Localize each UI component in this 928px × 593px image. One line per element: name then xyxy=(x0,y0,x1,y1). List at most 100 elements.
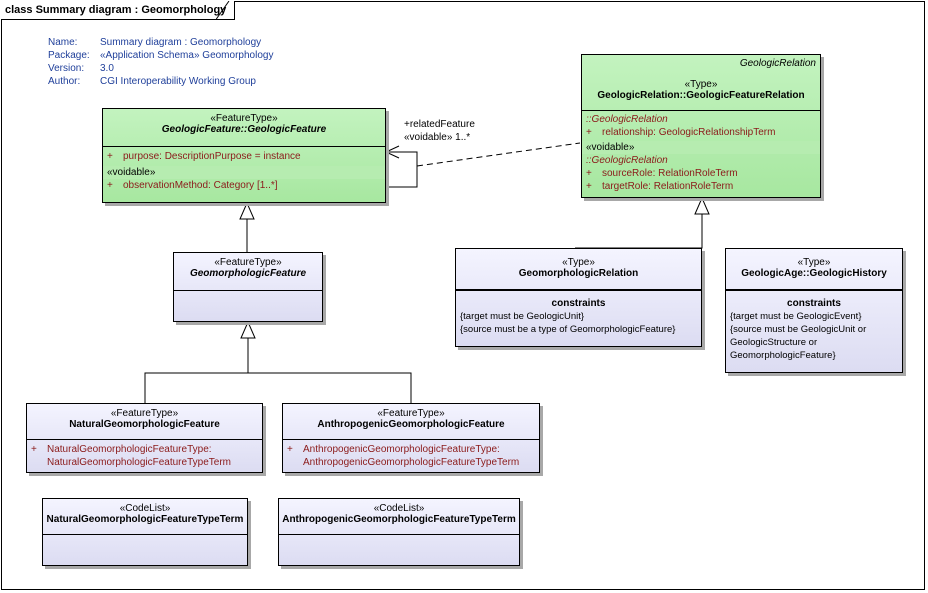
attribute-anthropogenic-type-continued: AnthropogenicGeomorphologicFeatureTypeTe… xyxy=(283,456,539,469)
attribute-compartment: +purpose: DescriptionPurpose = instance … xyxy=(103,146,385,192)
stereotype-label: «Type» xyxy=(562,257,595,268)
attribute-anthropogenic-type: + AnthropogenicGeomorphologicFeatureType: xyxy=(283,443,539,456)
voidable-section-label: «voidable» xyxy=(582,141,820,154)
constraints-title: constraints xyxy=(551,298,606,309)
stereotype-label: «CodeList» xyxy=(119,503,171,514)
meta-row-package: Package:«Application Schema» Geomorpholo… xyxy=(48,49,273,62)
attribute-compartment xyxy=(174,290,322,291)
meta-key: Package: xyxy=(48,50,90,61)
class-name: NaturalGeomorphologicFeature xyxy=(69,419,220,430)
attribute-text: observationMethod: Category [1..*] xyxy=(123,180,278,191)
attribute-relationship: + relationship: GeologicRelationshipTerm xyxy=(582,126,820,139)
attribute-text: purpose: DescriptionPurpose = instance xyxy=(123,151,301,162)
attribute-text: NaturalGeomorphologicFeatureType: xyxy=(47,444,212,455)
frame-title: class Summary diagram : Geomorphology xyxy=(1,1,236,20)
attribute-text: AnthropogenicGeomorphologicFeatureType: xyxy=(303,444,500,455)
attribute-text: sourceRole: RelationRoleTerm xyxy=(602,168,738,179)
generalization-tree-anthropogenic xyxy=(248,372,412,403)
class-geologic-feature[interactable]: «FeatureType» GeologicFeature::GeologicF… xyxy=(102,108,386,203)
constraint-compartment: constraints {target must be GeologicEven… xyxy=(726,290,902,362)
codelist-anthropogenic-feature-type-term[interactable]: «CodeList» AnthropogenicGeomorphologicFe… xyxy=(278,498,520,566)
stereotype-label: «FeatureType» xyxy=(110,408,179,419)
meta-row-name: Name: Summary diagram : Geomorphology xyxy=(48,36,273,49)
constraint-text: {target must be GeologicUnit} xyxy=(460,311,585,322)
class-geologic-feature-relation[interactable]: GeologicRelation «Type» GeologicRelation… xyxy=(581,54,821,198)
visibility-marker: + xyxy=(31,444,37,455)
generalization-relation-to-geologic-relation xyxy=(575,214,703,249)
meta-value: CGI Interoperability Working Group xyxy=(100,76,256,87)
class-header: «Type» GeomorphologicRelation xyxy=(456,249,701,286)
attribute-compartment: ::GeologicRelation + relationship: Geolog… xyxy=(582,110,820,193)
class-header: «CodeList» NaturalGeomorphologicFeatureT… xyxy=(43,499,247,534)
class-name: NaturalGeomorphologicFeatureTypeTerm xyxy=(46,514,244,525)
meta-row-author: Author: CGI Interoperability Working Grou… xyxy=(48,75,273,88)
constraint-text: GeomorphologicFeature} xyxy=(730,350,836,361)
attribute-compartment xyxy=(456,289,701,290)
class-header: «Type» GeologicAge::GeologicHistory xyxy=(726,249,902,286)
attribute-text: relationship: GeologicRelationshipTerm xyxy=(602,127,776,138)
voidable-section-label: «voidable» xyxy=(103,166,385,179)
attribute-compartment: + AnthropogenicGeomorphologicFeatureType:… xyxy=(283,439,539,469)
visibility-marker: + xyxy=(107,151,113,162)
class-name: GeologicRelation::GeologicFeatureRelatio… xyxy=(597,90,805,101)
diagram-metadata: Name: Summary diagram : Geomorphology Pac… xyxy=(48,36,273,88)
attribute-compartment: + NaturalGeomorphologicFeatureType: Natur… xyxy=(27,439,262,469)
frame-tab-corner xyxy=(216,1,230,20)
class-geomorphologic-feature[interactable]: «FeatureType» GeomorphologicFeature xyxy=(173,252,323,322)
generalization-arrowhead-geologic-relation xyxy=(694,196,710,215)
meta-row-version: Version:3.0 xyxy=(48,62,273,75)
class-header: «FeatureType» AnthropogenicGeomorphologi… xyxy=(283,404,539,439)
attribute-source-role: +sourceRole: RelationRoleTerm xyxy=(582,167,820,180)
stereotype-label: «FeatureType» xyxy=(214,257,282,268)
class-header: «CodeList» AnthropogenicGeomorphologicFe… xyxy=(279,499,519,534)
constraint-text: {source must be a type of Geomorphologic… xyxy=(460,324,676,335)
class-natural-geomorphologic-feature[interactable]: «FeatureType» NaturalGeomorphologicFeatu… xyxy=(26,403,263,473)
constraints-title: constraints xyxy=(787,298,841,309)
meta-key: Name: xyxy=(48,37,78,48)
attribute-compartment xyxy=(279,534,519,535)
visibility-marker: + xyxy=(287,444,293,455)
stereotype-label: «Type» xyxy=(684,79,718,90)
inherited-group-label: ::GeologicRelation xyxy=(586,114,668,125)
class-geologic-history[interactable]: «Type» GeologicAge::GeologicHistory cons… xyxy=(725,248,903,373)
association-role-label: +relatedFeature xyxy=(404,119,475,130)
class-header: «FeatureType» NaturalGeomorphologicFeatu… xyxy=(27,404,262,439)
attribute-natural-type-continued: NaturalGeomorphologicFeatureTypeTerm xyxy=(27,456,262,469)
class-anthropogenic-geomorphologic-feature[interactable]: «FeatureType» AnthropogenicGeomorphologi… xyxy=(282,403,540,473)
association-multiplicity-label: «voidable» 1..* xyxy=(404,132,471,143)
class-name: GeomorphologicFeature xyxy=(189,268,307,279)
class-name: AnthropogenicGeomorphologicFeature xyxy=(317,419,505,430)
constraint-compartment: constraints {target must be GeologicUnit… xyxy=(456,290,701,336)
visibility-marker: + xyxy=(586,127,592,138)
attribute-compartment xyxy=(43,534,247,535)
generalization-tree-natural xyxy=(144,338,249,403)
class-header: «Type» GeologicRelation::GeologicFeature… xyxy=(582,69,820,110)
self-association-arrowhead xyxy=(384,145,400,159)
meta-value: Summary diagram : Geomorphology xyxy=(100,37,262,48)
attribute-text: NaturalGeomorphologicFeatureTypeTerm xyxy=(47,457,231,468)
class-name: AnthropogenicGeomorphologicFeatureTypeTe… xyxy=(282,514,516,525)
class-name: GeologicAge::GeologicHistory xyxy=(741,268,887,279)
codelist-natural-feature-type-term[interactable]: «CodeList» NaturalGeomorphologicFeatureT… xyxy=(42,498,248,566)
package-group-title: GeologicRelation xyxy=(739,58,816,69)
visibility-marker: + xyxy=(107,180,113,191)
class-name: GeologicFeature::GeologicFeature xyxy=(161,124,327,135)
class-header: «FeatureType» GeologicFeature::GeologicF… xyxy=(103,109,385,146)
class-header: «FeatureType» GeomorphologicFeature xyxy=(174,253,322,290)
attribute-observation-method: + observationMethod: Category [1..*] xyxy=(103,179,385,192)
generalization-arrowhead-geologic xyxy=(239,201,255,220)
stereotype-label: «CodeList» xyxy=(373,503,425,514)
attribute-purpose: + purpose: DescriptionPurpose = instance xyxy=(103,150,385,163)
class-name: GeomorphologicRelation xyxy=(518,268,639,279)
stereotype-label: «FeatureType» xyxy=(210,113,278,124)
meta-key: Author: xyxy=(48,76,81,87)
inherited-group-label: ::GeologicRelation xyxy=(586,155,668,166)
stereotype-label: «Type» xyxy=(797,257,831,268)
meta-value: 3.0 xyxy=(100,63,114,74)
self-association-line xyxy=(386,151,418,188)
class-geomorphologic-relation[interactable]: «Type» GeomorphologicRelation constraint… xyxy=(455,248,702,347)
association-class-link xyxy=(416,142,581,167)
attribute-text: AnthropogenicGeomorphologicFeatureTypeTe… xyxy=(303,457,520,468)
attribute-compartment xyxy=(726,289,902,290)
